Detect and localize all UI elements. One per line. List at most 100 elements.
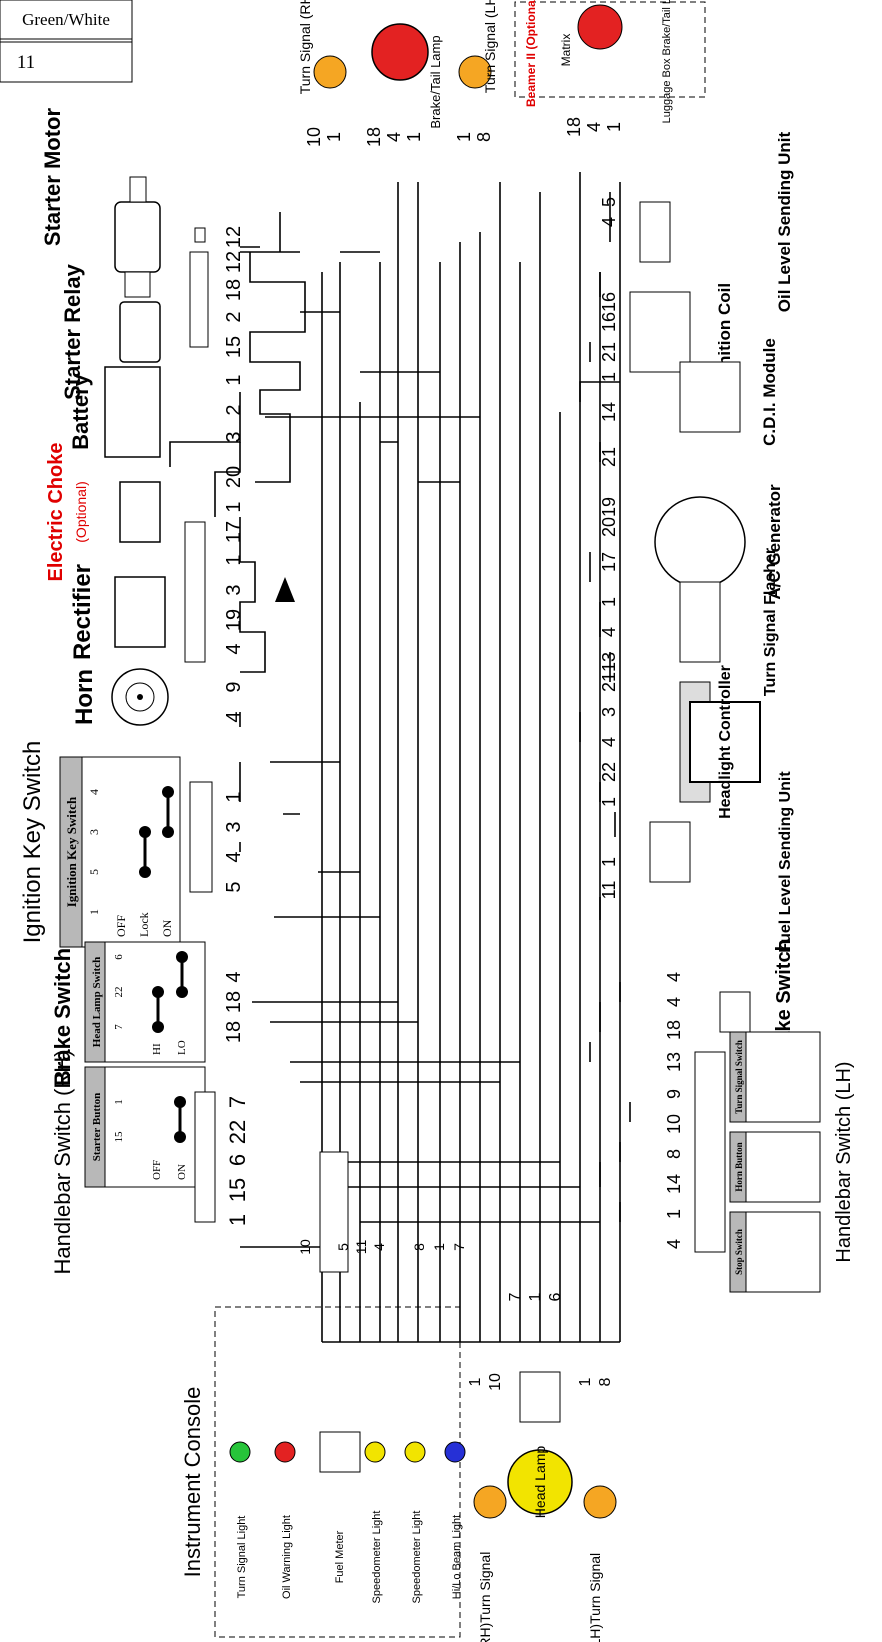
rh-turn-pin-2: 10 xyxy=(487,1373,504,1391)
hc-pin-5: 1 xyxy=(599,797,619,807)
starter-table-title: Starter Button xyxy=(91,1093,103,1162)
handlebar-switch-rh: Handlebar Switch (RH) Starter Button 15 … xyxy=(50,941,250,1275)
starter-row-2: ON xyxy=(176,1164,188,1180)
cdi-pin-3: 14 xyxy=(599,402,619,422)
console-light-3: Fuel Meter xyxy=(334,1530,346,1583)
handlebar-lh-label: Handlebar Switch (LH) xyxy=(833,1061,855,1262)
brake-rh-pin-2: 18 xyxy=(223,991,245,1013)
brake-lh-pin-2: 4 xyxy=(664,997,684,1007)
console-lights xyxy=(229,1431,466,1473)
cdi-label: C.D.I. Module xyxy=(760,338,779,446)
turn-signal-flasher: Turn Signal Flasher 1 4 13 xyxy=(599,548,779,696)
fuel-pin-1: 1 xyxy=(599,857,619,867)
turn-rh-top-pin-2: 1 xyxy=(324,132,344,142)
rectifier: Rectifier 17 1 3 19 4 xyxy=(69,521,295,663)
electric-choke-label: Electric Choke xyxy=(45,443,67,582)
starter-relay-pin-2: 18 xyxy=(223,279,245,301)
ignition-row-1: OFF xyxy=(114,915,128,937)
starter-relay: Starter Relay 12 18 2 15 xyxy=(60,251,245,400)
brake-tail-pin-3: 1 xyxy=(404,132,424,142)
console-light-1: Turn Signal Light xyxy=(236,1516,248,1599)
rectifier-pin-2: 1 xyxy=(223,554,245,565)
cdi-pin-1: 21 xyxy=(599,342,619,362)
hb-lh-pin-1: 13 xyxy=(664,1052,684,1072)
fuel-level-label: Fuel Level Sending Unit xyxy=(777,771,794,953)
gen-pin-3: 20 xyxy=(599,517,619,537)
horn-pin-1: 9 xyxy=(223,681,245,692)
electric-choke-optional: (Optional) xyxy=(73,481,89,542)
ignition-col-2: 5 xyxy=(87,869,101,875)
rectifier-pin-4: 19 xyxy=(223,609,245,631)
console-main-pin-6: 1 xyxy=(431,1243,447,1251)
brake-tail-lamp: Brake/Tail Lamp 18 4 1 xyxy=(364,23,443,147)
brake-tail-pin-1: 18 xyxy=(364,127,384,147)
gen-pin-4: 17 xyxy=(599,552,619,572)
hb-rh-pin-3: 6 xyxy=(225,1154,250,1166)
battery-pin-1: 1 xyxy=(223,374,245,385)
ignition-pin-4: 5 xyxy=(223,881,245,892)
fuel-pin-2: 11 xyxy=(599,881,619,900)
battery-pin-2: 2 xyxy=(223,404,245,415)
turn-signal-rh-top: Turn Signal (RH) 10 1 xyxy=(297,0,347,147)
horn: Horn 9 4 xyxy=(71,668,245,726)
ignition-col-4: 4 xyxy=(87,789,101,795)
starter-col-2: 1 xyxy=(113,1099,125,1105)
gen-pin-1: 21 xyxy=(599,447,619,467)
head-lamp: Head Lamp 7 1 6 xyxy=(507,1292,573,1518)
hc-pin-2: 3 xyxy=(599,707,619,717)
console-main-pin-3: 11 xyxy=(353,1240,369,1255)
head-lamp-pin-3: 6 xyxy=(547,1292,564,1301)
ac-generator: A/C Generator 21 19 20 17 xyxy=(599,447,784,600)
brake-rh-pin-1: 4 xyxy=(223,971,245,982)
beamer-pin-2: 4 xyxy=(584,122,604,132)
battery-label: Battery xyxy=(68,373,93,450)
luggage-label: Luggage Box Brake/Tail Lamp xyxy=(661,0,673,123)
wire-color-legend: 11 Green/White xyxy=(0,0,133,83)
instrument-console-label: Instrument Console xyxy=(180,1387,205,1578)
starter-motor-label: Starter Motor xyxy=(40,108,65,247)
legend-num-1: 11 xyxy=(17,52,35,73)
turn-table-title: Turn Signal Switch xyxy=(734,1040,744,1114)
gen-pin-2: 19 xyxy=(599,497,619,517)
flasher-label: Turn Signal Flasher xyxy=(762,548,779,696)
instrument-console: Instrument Console Turn Signal Light Oil… xyxy=(180,1151,467,1638)
turn-rh-top-pin-1: 10 xyxy=(304,127,324,147)
hb-lh-pin-5: 14 xyxy=(664,1174,684,1194)
console-light-6: Hi/Lo Beam Light xyxy=(451,1515,463,1599)
hb-lh-pin-4: 8 xyxy=(664,1149,684,1159)
brake-rh-pin-3: 18 xyxy=(223,1021,245,1043)
hb-rh-pin-4: 15 xyxy=(225,1178,250,1202)
beamer-pin-3: 1 xyxy=(604,122,624,132)
hb-rh-pin-2: 22 xyxy=(225,1120,250,1144)
brake-lh-pin-3: 18 xyxy=(664,1020,684,1040)
ignition-label: Ignition Key Switch xyxy=(19,741,46,944)
oil-level-pin-2: 4 xyxy=(599,217,619,227)
matrix-label: Matrix xyxy=(559,34,573,67)
hb-lh-pin-7: 4 xyxy=(664,1239,684,1249)
console-main-pin-7: 7 xyxy=(451,1243,467,1251)
choke-pin-1: 20 xyxy=(223,466,245,488)
flasher-pin-1: 1 xyxy=(599,597,619,607)
turn-signal-lh-top-label: Turn Signal (LH) xyxy=(482,0,498,93)
ignition-coil-pin-2: 16 xyxy=(599,312,619,332)
rectifier-label: Rectifier xyxy=(69,564,96,660)
ignition-table-title: Ignition Key Switch xyxy=(64,796,79,907)
ignition-pin-2: 3 xyxy=(223,821,245,832)
starter-relay-pin-1: 12 xyxy=(223,251,245,273)
headlight-controller-label: Headlight Controller xyxy=(717,665,734,819)
cdi-pin-2: 1 xyxy=(599,372,619,382)
ignition-row-2: Lock xyxy=(137,912,151,937)
starter-col-1: 15 xyxy=(113,1131,125,1143)
oil-level-label: Oil Level Sending Unit xyxy=(775,131,794,312)
console-light-4: Speedometer Light xyxy=(371,1511,383,1604)
lh-turn-signal-bottom: (LH)Turn Signal 1 8 xyxy=(577,1377,617,1642)
ignition-row-3: ON xyxy=(160,919,174,937)
beamer-ii: Beamer II (Optional) Matrix Luggage Box … xyxy=(514,0,706,137)
turn-lh-top-pin-2: 8 xyxy=(474,132,494,142)
ignition-coil: Ignition Coil 16 16 xyxy=(599,283,734,381)
handlebar-rh-label: Handlebar Switch (RH) xyxy=(50,1050,75,1275)
headlamp-col-2: 22 xyxy=(113,987,125,998)
stop-table-title: Stop Switch xyxy=(734,1229,744,1275)
headlamp-row-1: HI xyxy=(151,1043,163,1055)
